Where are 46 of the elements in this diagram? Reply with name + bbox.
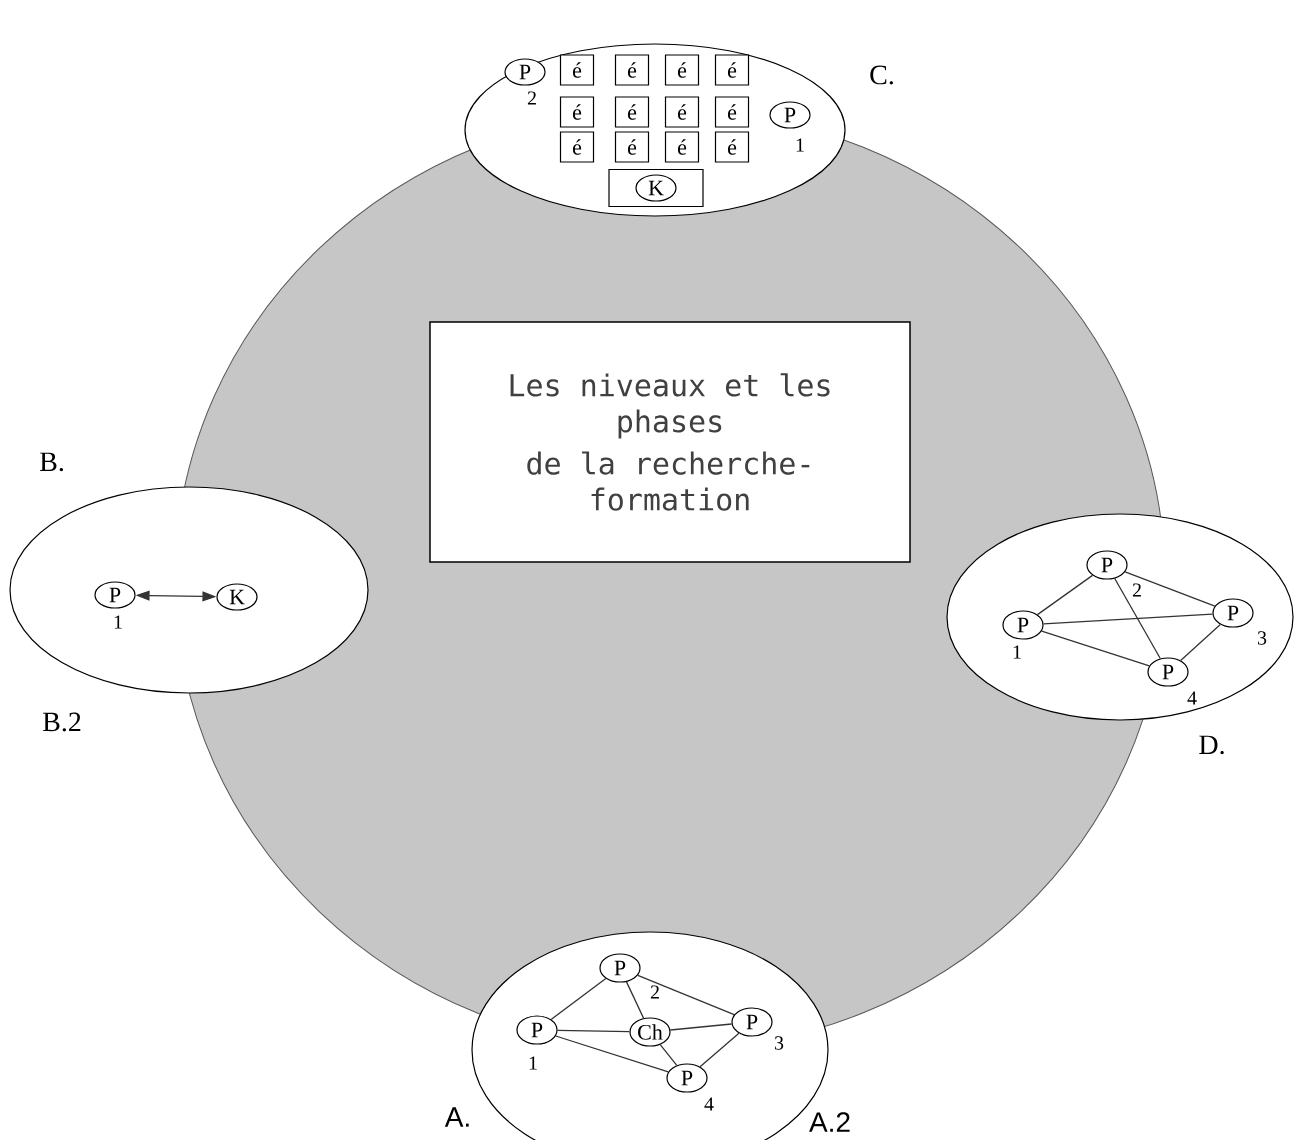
connector-line bbox=[699, 1032, 740, 1068]
number-label: 1 bbox=[529, 1056, 537, 1070]
letter-box: é bbox=[614, 131, 650, 163]
section-label: B. bbox=[39, 452, 63, 472]
letter-box: é bbox=[714, 54, 750, 86]
connector-line bbox=[555, 1035, 669, 1073]
connector-line bbox=[669, 1023, 733, 1031]
letter-box: é bbox=[714, 131, 750, 163]
number-label: 3 bbox=[774, 1036, 784, 1050]
connector-line bbox=[659, 1044, 678, 1066]
connector-line bbox=[1041, 630, 1150, 667]
letter-box: é bbox=[614, 54, 650, 86]
connector-line bbox=[1124, 571, 1216, 607]
number-label: 1 bbox=[796, 138, 804, 152]
letter-box: é bbox=[559, 96, 595, 128]
section-label: A.2 bbox=[809, 1112, 850, 1132]
number-label: 1 bbox=[1013, 645, 1021, 659]
group-ellipse bbox=[946, 513, 1294, 721]
section-label: C. bbox=[870, 65, 893, 85]
number-label: 4 bbox=[1187, 691, 1197, 705]
connector-line bbox=[550, 977, 607, 1021]
connector-line bbox=[1036, 574, 1094, 616]
connector-line bbox=[637, 974, 735, 1016]
letter-box: é bbox=[559, 131, 595, 163]
number-label: 2 bbox=[650, 985, 659, 999]
number-label: 4 bbox=[704, 1097, 714, 1111]
section-label: D. bbox=[1199, 735, 1224, 755]
connector-line bbox=[1180, 623, 1221, 662]
section-label: A. bbox=[444, 1107, 469, 1127]
letter-box: é bbox=[559, 54, 595, 86]
number-label: 2 bbox=[1132, 583, 1141, 597]
letter-box: é bbox=[614, 96, 650, 128]
letter-box: é bbox=[664, 54, 700, 86]
letter-box: é bbox=[664, 96, 700, 128]
letter-box: é bbox=[714, 96, 750, 128]
connector-line bbox=[625, 981, 645, 1019]
number-label: 2 bbox=[527, 91, 536, 105]
section-label: B.2 bbox=[42, 712, 81, 732]
connector-line bbox=[1114, 577, 1161, 660]
connector-line bbox=[556, 1029, 631, 1033]
letter-box: é bbox=[664, 131, 700, 163]
group-ellipse bbox=[9, 486, 369, 694]
connector-line bbox=[1042, 613, 1214, 625]
title-box: Les niveaux et les phases de la recherche-formation bbox=[429, 321, 911, 563]
number-label: 3 bbox=[1257, 631, 1267, 645]
number-label: 1 bbox=[114, 615, 122, 629]
